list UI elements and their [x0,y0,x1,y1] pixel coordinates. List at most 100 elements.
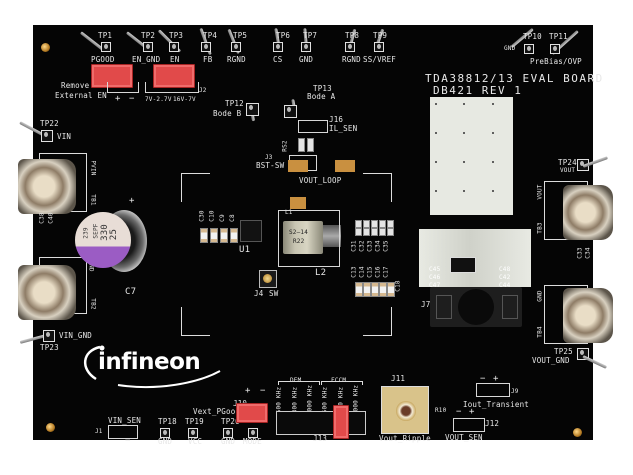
vout-gnd-label: VOUT_GND [532,356,570,365]
j9-label: J9 [511,388,519,395]
header-ext-en-outline [107,82,139,93]
capacitor-c15 [371,282,379,297]
mounting-hole-top-left [41,43,50,52]
c7-marking-2: SEPF [92,223,100,239]
j10-minus: − [260,386,266,396]
tp3-id: TP3 [169,31,184,40]
capacitor-c8 [230,228,238,243]
capacitor-c13 [355,282,363,297]
terminal-block-tb3-screw[interactable] [563,185,613,240]
outline-corner [181,173,210,202]
header-j16-outline [298,120,328,133]
tp1-id: TP1 [98,31,113,40]
tp22-id: TP22 [40,119,59,128]
c34-right-label: C34 [584,247,592,259]
c15-label: C15 [366,266,374,278]
l2-outline [278,210,340,267]
remove-ext-en-label-1: Remove [61,81,90,90]
bode-b-label: Bode B [213,109,242,118]
c14-label: C14 [358,266,366,278]
infineon-logo: infineon [78,343,223,389]
tp3-label: EN [170,55,180,64]
tp10-label: GND [504,45,516,52]
terminal-block-tb1-screw[interactable] [18,159,76,214]
c31-label: C31 [350,240,358,252]
terminal-block-tb4-screw[interactable] [563,288,613,343]
jumper-j13[interactable] [333,405,349,439]
rs2-label: RS2 [281,140,289,152]
dem-label: DEM [290,377,302,384]
fccm-bracket [321,381,363,385]
jumper-j2[interactable] [153,64,195,88]
vout-loop-pad-left [288,160,308,172]
fccm-label: FCCM [331,377,347,384]
il-sen-label: IL_SEN [329,124,358,133]
jumper-ext-en[interactable] [91,64,133,88]
j7-ic [450,257,476,273]
j7-load-connector[interactable] [430,287,522,327]
tp11-label: PreBias/OVP [530,57,582,66]
tp9-label: SS/VREF [363,55,397,64]
c45-label: C45 [429,266,441,273]
tp18-id: TP18 [158,417,177,426]
board-revision: DB421 REV 1 [433,84,523,97]
ext-en-minus: − [129,94,135,104]
c48-label: C48 [499,266,511,273]
u1-label: U1 [239,245,251,255]
vout-sen-label: VOUT_SEN [445,433,483,442]
j10-plus: + [245,386,251,396]
vout-loop-pad-right [335,160,355,172]
connector-j4[interactable] [259,270,277,288]
c32-label: C32 [358,240,366,252]
capacitor-c17 [387,282,395,297]
c8-label: C8 [228,214,236,222]
tp1-label: PGOOD [91,55,115,64]
tb1-label: TB1 [89,194,97,206]
logo-swoosh-icon [84,345,221,388]
c7-marking-4: 25 [109,228,120,241]
c40-label: C40 [47,212,55,224]
remove-ext-en-label-2: External EN [55,91,107,100]
tp5-id: TP5 [233,31,248,40]
vout-ripple-label: Vout_Ripple [379,434,431,443]
c17-label: C17 [382,266,390,278]
j7-label: J7 [421,300,431,309]
tp20-label: GND [221,437,236,446]
tp25-id: TP25 [554,347,573,356]
l2-marking-1: S2—14 [289,229,309,236]
tp10-id: TP10 [523,32,542,41]
outline-corner [363,173,392,202]
c38-label: C38 [38,212,46,224]
c9-label: C9 [218,214,226,222]
tp19-label: VCC [188,437,203,446]
tp20-id: TP20 [221,417,240,426]
l2-marking-2: R22 [293,238,305,245]
terminal-block-tb2-screw[interactable] [18,265,76,320]
j1-minus: − [125,436,131,446]
inductor-l2: S2—14 R22 [283,221,323,254]
ext-en-plus: + [115,94,121,104]
j1-label: J1 [95,428,103,435]
j12-plus: + [469,407,475,417]
tp5-label: RGND [227,55,246,64]
tp6-label: CS [273,55,283,64]
tp7-id: TP7 [303,31,318,40]
tp24-vout-label: VOUT [560,167,576,174]
capacitor-c9 [220,228,228,243]
freq-option-2: 800 KHz [291,386,299,414]
mounting-hole-bottom-right [573,428,582,437]
c10-label: C10 [208,210,216,222]
header-j13[interactable] [276,411,366,435]
j9-plus: + [493,374,499,384]
l1-label: L1 [285,209,293,216]
jumper-j10[interactable] [236,403,268,423]
mode-label: MODE [243,437,262,446]
capacitor-c16 [379,282,387,297]
l2-terminal [323,225,341,247]
tp13-id: TP13 [313,84,332,93]
connector-j11[interactable] [381,386,429,434]
vin-gnd-label: VIN_GND [59,331,93,340]
tp2-label: EN_GND [132,55,161,64]
tp8-label: RGND [342,55,361,64]
c7-label: C7 [125,287,137,297]
